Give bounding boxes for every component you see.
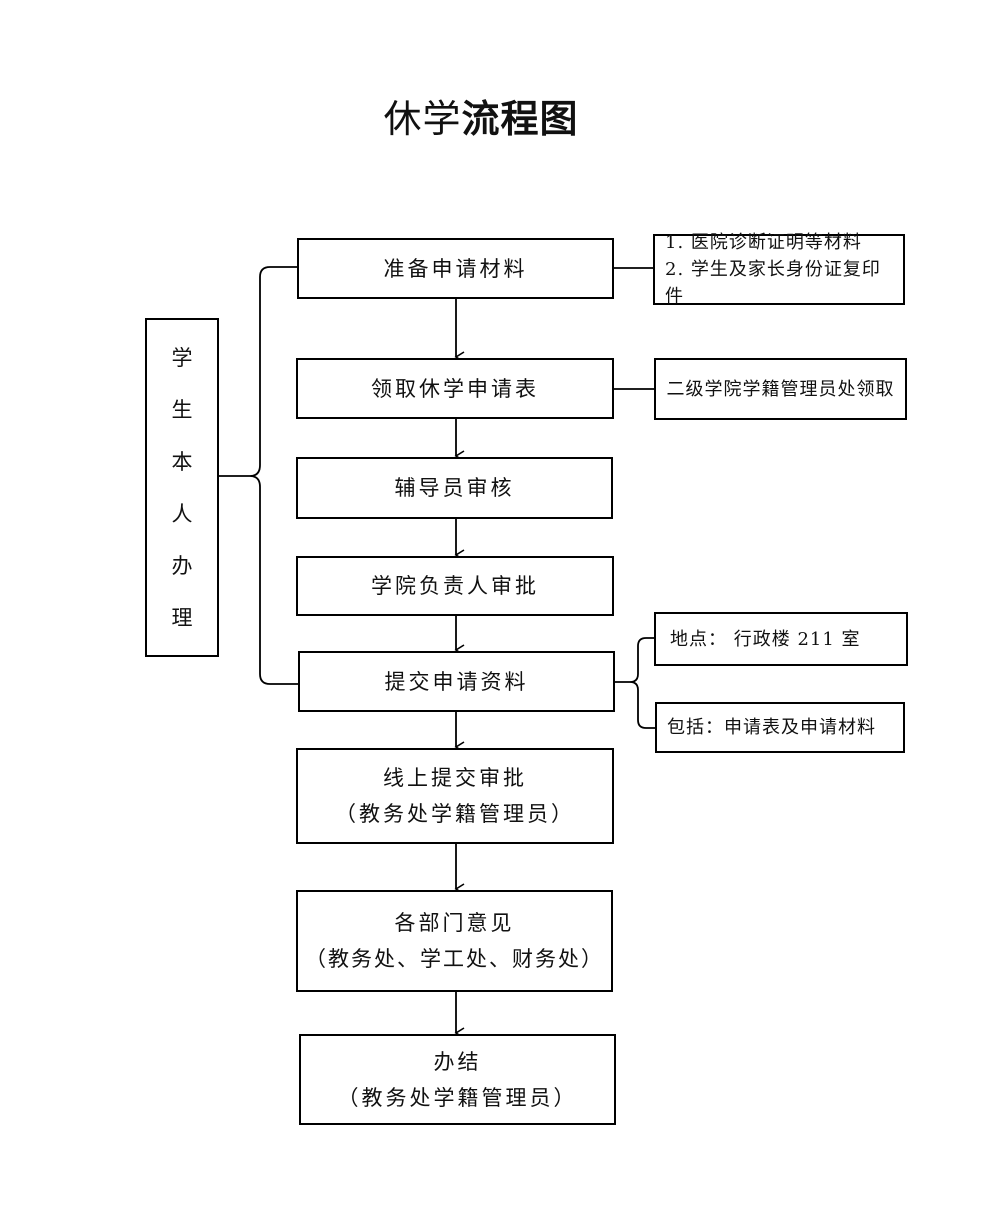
step-college-approval: 学院负责人审批 <box>296 556 614 616</box>
side-char: 办 <box>171 553 193 578</box>
note-includes: 包括：申请表及申请材料 <box>655 702 905 753</box>
title-bold: 流程图 <box>461 96 579 141</box>
step-completion: 办结 （教务处学籍管理员） <box>299 1034 616 1125</box>
side-label-box: 学 生 本 人 办 理 <box>145 318 219 657</box>
side-char: 生 <box>171 397 193 422</box>
side-char: 学 <box>171 345 193 370</box>
note-line: 1. 医院诊断证明等材料 <box>665 232 862 253</box>
step-text: 学院负责人审批 <box>371 574 539 598</box>
note-line: 2. 学生及家长身份证复印件 <box>665 259 881 307</box>
step-online-approval: 线上提交审批 （教务处学籍管理员） <box>296 748 614 844</box>
step-text: 领取休学申请表 <box>371 376 539 401</box>
note-line: 地点： 行政楼 211 室 <box>670 628 861 650</box>
step-subtext: （教务处学籍管理员） <box>335 802 575 826</box>
step-text: 办结 <box>433 1049 482 1074</box>
title-regular: 休学 <box>383 97 462 141</box>
note-line: 二级学院学籍管理员处领取 <box>666 378 895 400</box>
note-location: 地点： 行政楼 211 室 <box>654 612 908 666</box>
step-subtext: （教务处学籍管理员） <box>337 1085 578 1110</box>
note-line: 包括：申请表及申请材料 <box>667 717 876 738</box>
right-bracket <box>614 637 656 729</box>
step-text: 各部门意见 <box>394 911 515 935</box>
step-text: 提交申请资料 <box>384 669 529 694</box>
side-char: 本 <box>171 449 193 474</box>
step-submit-documents: 提交申请资料 <box>298 651 615 712</box>
note-materials: 1. 医院诊断证明等材料 2. 学生及家长身份证复印件 <box>653 232 905 307</box>
side-char: 人 <box>171 501 193 526</box>
step-prepare-materials: 准备申请材料 <box>297 238 614 299</box>
left-bracket <box>218 266 298 685</box>
note-form-pickup: 二级学院学籍管理员处领取 <box>654 358 907 420</box>
side-char: 理 <box>171 605 193 630</box>
step-text: 线上提交审批 <box>383 766 527 790</box>
step-text: 准备申请材料 <box>383 256 528 281</box>
step-counselor-review: 辅导员审核 <box>296 457 613 519</box>
step-text: 辅导员审核 <box>394 476 515 500</box>
page-title: 休学流程图 <box>0 88 962 143</box>
step-subtext: （教务处、学工处、财务处） <box>305 947 604 971</box>
step-get-form: 领取休学申请表 <box>296 358 614 419</box>
step-department-opinions: 各部门意见 （教务处、学工处、财务处） <box>296 890 613 992</box>
